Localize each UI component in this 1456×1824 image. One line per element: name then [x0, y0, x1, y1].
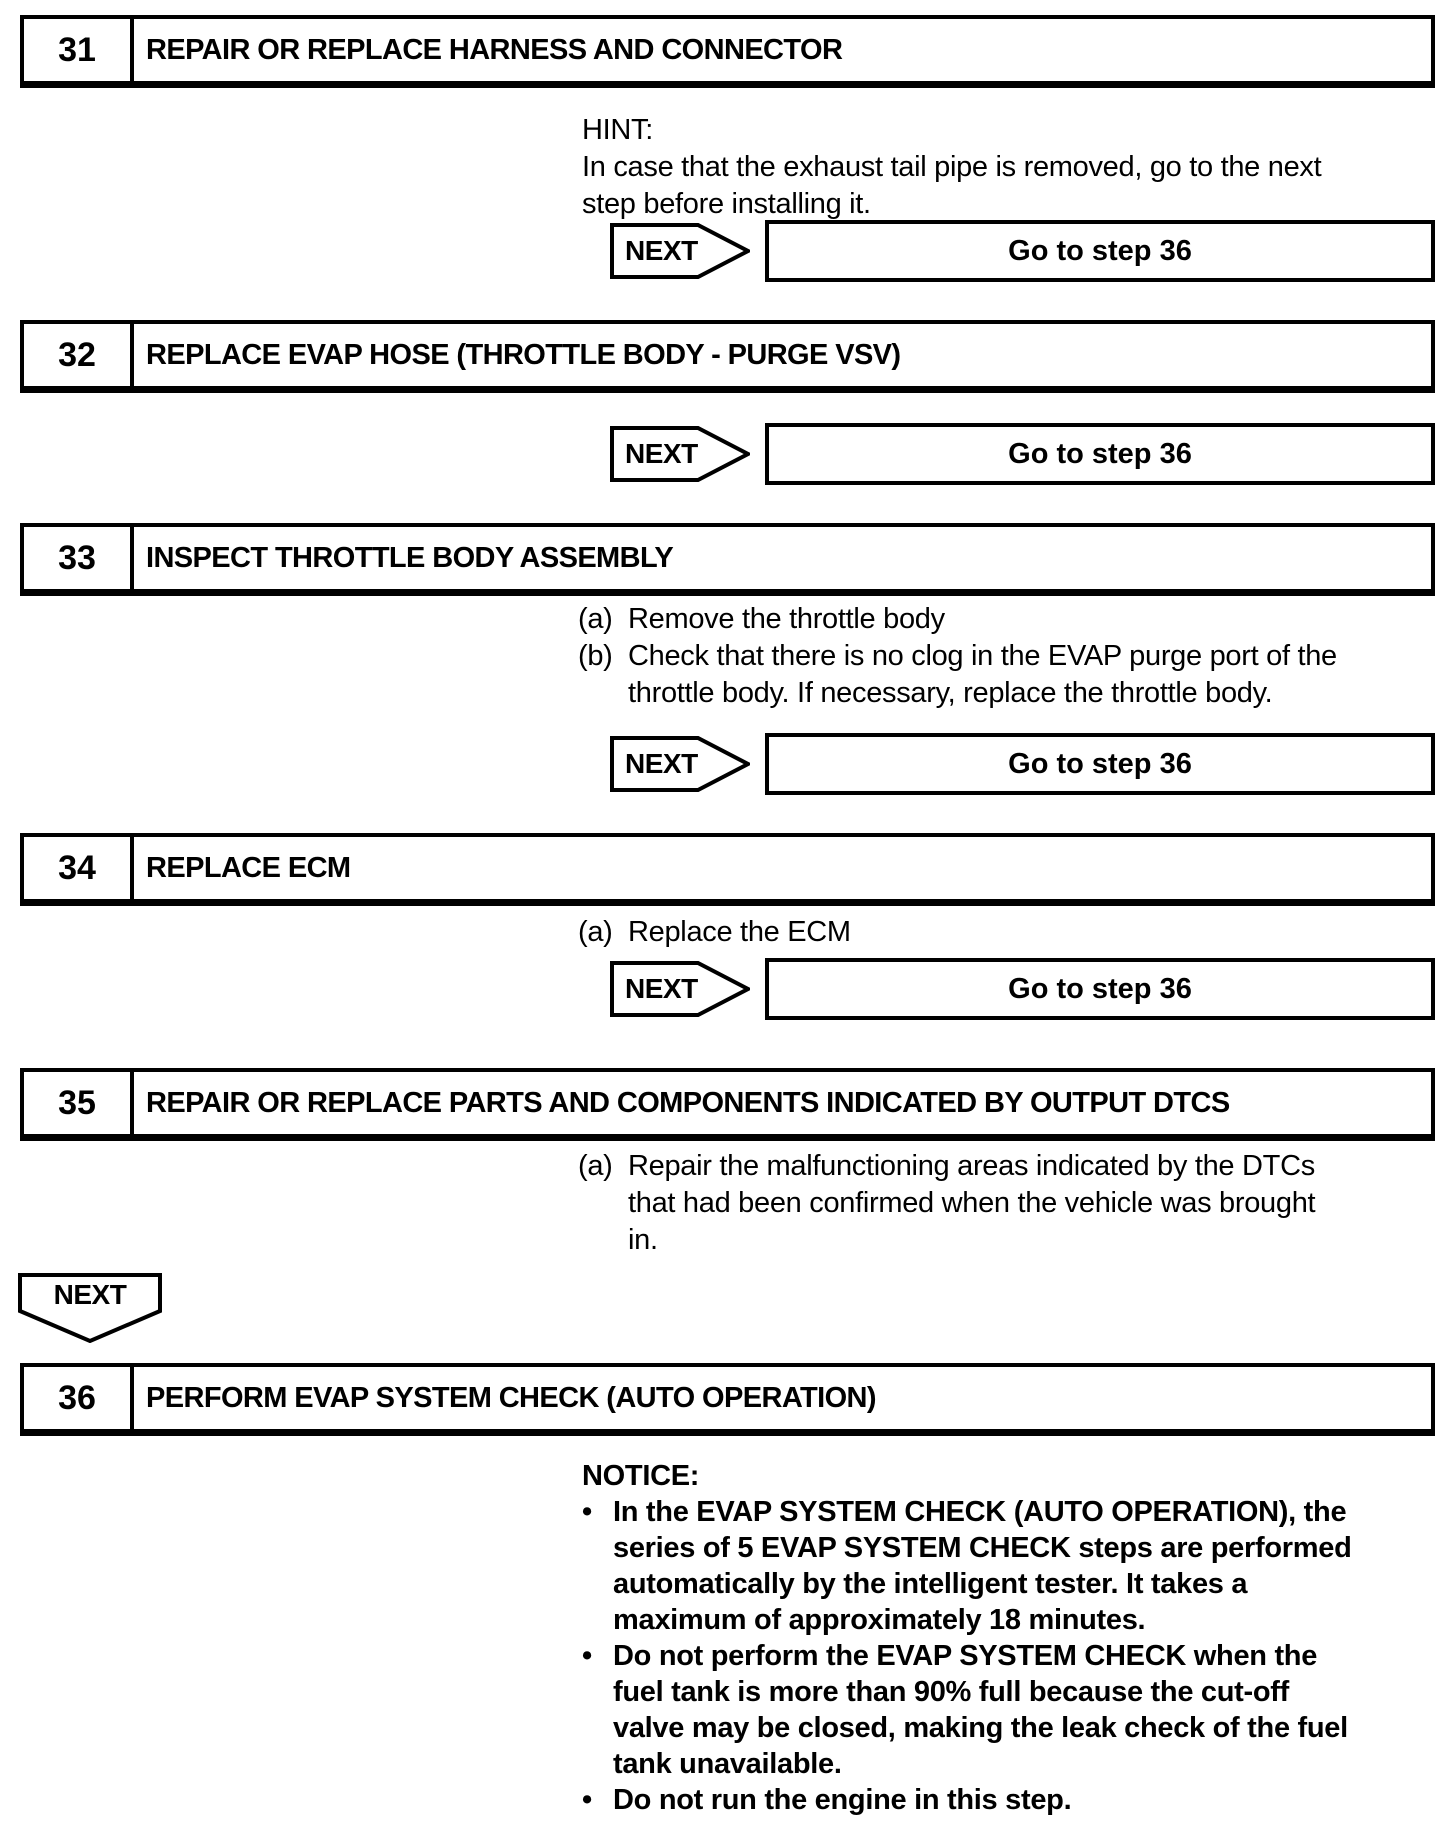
instruction-list: (a) Replace the ECM: [578, 914, 851, 951]
list-item-line: Remove the throttle body: [628, 603, 945, 635]
next-arrow-shape: [610, 223, 750, 279]
bullet-line: automatically by the intelligent tester.…: [613, 1568, 1248, 1600]
step-number: 32: [24, 324, 134, 386]
next-arrow-label: NEXT: [625, 748, 698, 779]
list-item-line: that had been confirmed when the vehicle…: [628, 1187, 1316, 1219]
step-number: 34: [24, 837, 134, 899]
bullet-line: tank unavailable.: [613, 1748, 842, 1780]
list-item-marker: (a): [578, 603, 613, 635]
next-arrow-label: NEXT: [625, 973, 698, 1004]
next-arrow: NEXT: [610, 736, 750, 792]
next-arrow-shape: [610, 736, 750, 792]
notice-label: NOTICE:: [582, 1460, 700, 1492]
step-header-36: 36 PERFORM EVAP SYSTEM CHECK (AUTO OPERA…: [20, 1363, 1435, 1436]
goto-label: Go to step 36: [1008, 972, 1192, 1005]
bullet-dot: •: [582, 1640, 592, 1672]
goto-label: Go to step 36: [1008, 437, 1192, 470]
step-title: REPLACE EVAP HOSE (THROTTLE BODY - PURGE…: [146, 338, 901, 371]
next-arrow-shape: [610, 961, 750, 1017]
instruction-list: (a) Remove the throttle body (b) Check t…: [578, 601, 1337, 712]
step-title: REPAIR OR REPLACE HARNESS AND CONNECTOR: [146, 33, 843, 66]
list-item-marker: (a): [578, 916, 613, 948]
step-number: 33: [24, 527, 134, 589]
goto-box: Go to step 36: [765, 958, 1435, 1020]
instruction-list: (a) Repair the malfunctioning areas indi…: [578, 1148, 1316, 1259]
goto-box: Go to step 36: [765, 423, 1435, 485]
list-item-marker: (b): [578, 640, 613, 672]
next-down-arrow-label: NEXT: [53, 1279, 127, 1310]
bullet-line: Do not run the engine in this step.: [613, 1784, 1072, 1816]
notice-bullet: • Do not perform the EVAP SYSTEM CHECK w…: [582, 1638, 1351, 1782]
bullet-line: In the EVAP SYSTEM CHECK (AUTO OPERATION…: [613, 1496, 1347, 1528]
step-number: 35: [24, 1072, 134, 1134]
list-item: (a) Repair the malfunctioning areas indi…: [578, 1148, 1315, 1185]
goto-box: Go to step 36: [765, 220, 1435, 282]
step-title: INSPECT THROTTLE BODY ASSEMBLY: [146, 541, 674, 574]
next-down-arrow: NEXT: [18, 1273, 162, 1343]
next-arrow-shape: [610, 426, 750, 482]
list-item-line: Replace the ECM: [628, 916, 851, 948]
step-header-34: 34 REPLACE ECM: [20, 833, 1435, 906]
list-item-marker: (a): [578, 1150, 613, 1182]
step-number: 31: [24, 19, 134, 81]
next-arrow-label: NEXT: [625, 438, 698, 469]
hint-label: HINT:: [582, 114, 654, 146]
goto-label: Go to step 36: [1008, 747, 1192, 780]
list-item-line: throttle body. If necessary, replace the…: [628, 677, 1273, 709]
next-down-arrow-shape: [18, 1273, 162, 1343]
next-arrow: NEXT: [610, 961, 750, 1017]
bullet-dot: •: [582, 1496, 592, 1528]
goto-label: Go to step 36: [1008, 234, 1192, 267]
bullet-dot: •: [582, 1784, 592, 1816]
notice-block: NOTICE: • In the EVAP SYSTEM CHECK (AUTO…: [582, 1458, 1352, 1818]
step-title: PERFORM EVAP SYSTEM CHECK (AUTO OPERATIO…: [146, 1381, 877, 1414]
notice-bullet: • Do not run the engine in this step.: [582, 1782, 1351, 1818]
list-item-line: Repair the malfunctioning areas indicate…: [628, 1150, 1315, 1182]
list-item: (b) Check that there is no clog in the E…: [578, 638, 1337, 675]
step-header-35: 35 REPAIR OR REPLACE PARTS AND COMPONENT…: [20, 1068, 1435, 1141]
next-arrow: NEXT: [610, 223, 750, 279]
hint-block: HINT: In case that the exhaust tail pipe…: [582, 112, 1322, 223]
bullet-line: valve may be closed, making the leak che…: [613, 1712, 1348, 1744]
bullet-line: Do not perform the EVAP SYSTEM CHECK whe…: [613, 1640, 1318, 1672]
step-header-32: 32 REPLACE EVAP HOSE (THROTTLE BODY - PU…: [20, 320, 1435, 393]
goto-box: Go to step 36: [765, 733, 1435, 795]
hint-line: step before installing it.: [582, 188, 871, 220]
hint-line: In case that the exhaust tail pipe is re…: [582, 151, 1322, 183]
step-title: REPAIR OR REPLACE PARTS AND COMPONENTS I…: [146, 1086, 1230, 1119]
list-item-line: Check that there is no clog in the EVAP …: [628, 640, 1337, 672]
next-arrow: NEXT: [610, 426, 750, 482]
notice-bullet: • In the EVAP SYSTEM CHECK (AUTO OPERATI…: [582, 1494, 1352, 1638]
step-header-31: 31 REPAIR OR REPLACE HARNESS AND CONNECT…: [20, 15, 1435, 88]
bullet-text: In the EVAP SYSTEM CHECK (AUTO OPERATION…: [613, 1494, 1352, 1638]
bullet-text: Do not run the engine in this step.: [613, 1782, 1072, 1818]
list-item-line: in.: [628, 1224, 658, 1256]
list-item: (a) Remove the throttle body: [578, 601, 1337, 638]
next-arrow-label: NEXT: [625, 235, 698, 266]
bullet-line: fuel tank is more than 90% full because …: [613, 1676, 1289, 1708]
bullet-line: series of 5 EVAP SYSTEM CHECK steps are …: [613, 1532, 1352, 1564]
step-number: 36: [24, 1367, 134, 1429]
step-title: REPLACE ECM: [146, 851, 351, 884]
bullet-text: Do not perform the EVAP SYSTEM CHECK whe…: [613, 1638, 1348, 1782]
bullet-line: maximum of approximately 18 minutes.: [613, 1604, 1146, 1636]
step-header-33: 33 INSPECT THROTTLE BODY ASSEMBLY: [20, 523, 1435, 596]
list-item: (a) Replace the ECM: [578, 914, 851, 951]
